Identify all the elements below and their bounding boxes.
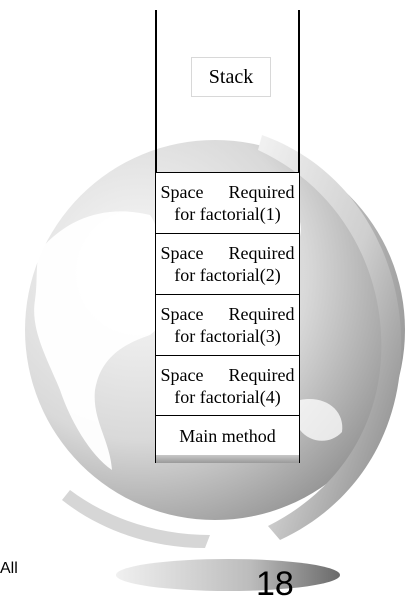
stack-label: Stack [191,57,271,97]
frame-line2: for factorial(3) [174,326,281,346]
stack-frame-factorial-1: Space Required for factorial(1) [156,172,299,233]
globe-stand-base [116,559,340,591]
continent-australia [295,399,343,441]
stack-bottom-shadow [156,455,299,463]
globe-meridian-ring [258,135,402,540]
stack-frame-factorial-3: Space Required for factorial(3) [156,294,299,355]
stack-label-text: Stack [208,65,254,88]
frame-line1: Space Required [160,364,295,385]
frame-line1: Space Required [160,182,295,202]
globe-lower-arc [62,490,210,548]
stack-frame-factorial-4: Space Required for factorial(4) [156,355,299,415]
stack-frame-factorial-2: Space Required for factorial(2) [156,233,299,294]
frame-line2: for factorial(1) [174,204,281,224]
continent-europe-africa [34,211,171,470]
frame-line2: for factorial(4) [174,386,281,407]
frame-line1: Space Required [160,243,295,263]
frame-line2: for factorial(2) [174,265,281,285]
frame-line1: Space Required [160,304,295,324]
main-frame-text: Main method [179,425,276,446]
stack-right-wall [298,10,300,463]
stack-frame-main-method: Main method [156,415,299,455]
page-number: 18 [256,565,294,603]
footer-text: All [0,560,18,577]
